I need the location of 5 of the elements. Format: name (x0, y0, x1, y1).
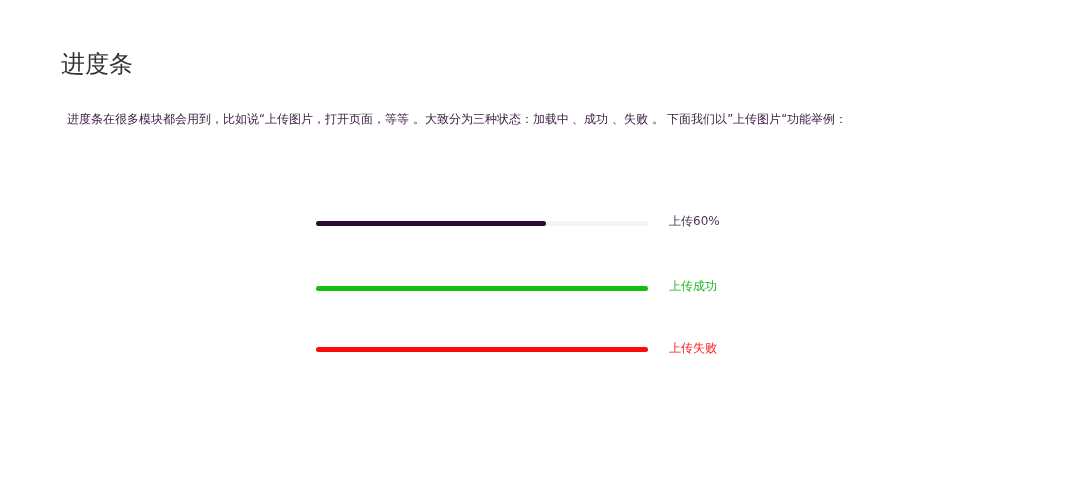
success-label: 上传成功 (669, 279, 717, 294)
page-heading: 进度条 (61, 50, 133, 79)
error-label: 上传失败 (669, 341, 717, 356)
progress-label: 上传60% (669, 214, 720, 229)
intro-text: 进度条在很多模块都会用到，比如说“上传图片，打开页面，等等 。大致分为三种状态：加载中 、成功 、失败 。 下面我们以”上传图片“功能举例： (67, 113, 848, 127)
